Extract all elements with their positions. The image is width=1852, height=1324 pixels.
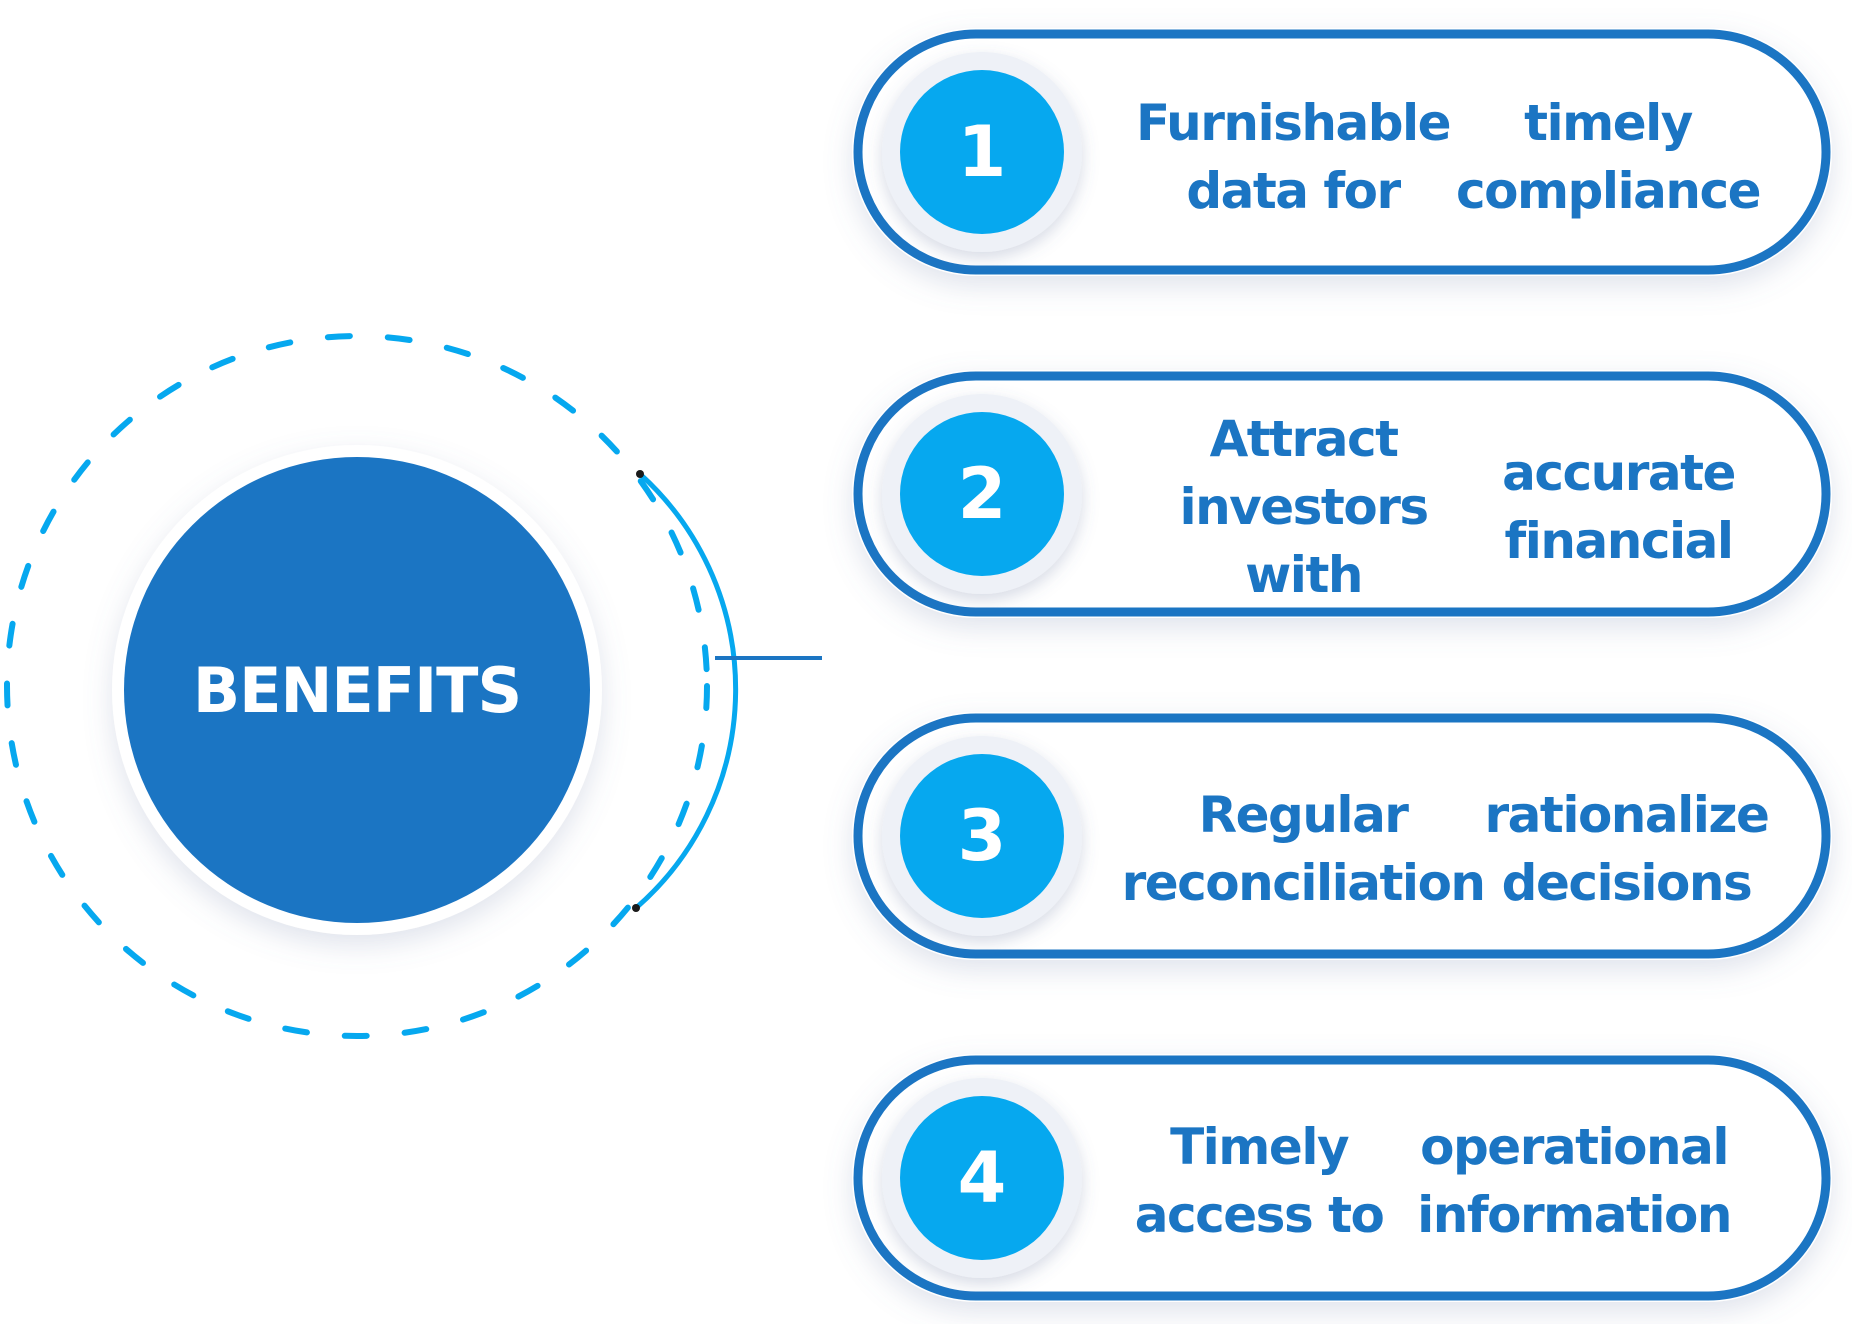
arc-end-dot-bottom	[632, 904, 640, 912]
connector-arc	[634, 472, 739, 910]
benefit-item-4	[852, 1054, 1832, 1302]
center-circle	[112, 445, 602, 935]
benefit-item-2	[852, 370, 1832, 618]
benefit-item-1	[852, 28, 1832, 276]
benefit-item-3	[852, 712, 1832, 960]
dashed-outer-ring	[4, 333, 710, 1039]
arc-end-dot-top	[636, 470, 644, 478]
